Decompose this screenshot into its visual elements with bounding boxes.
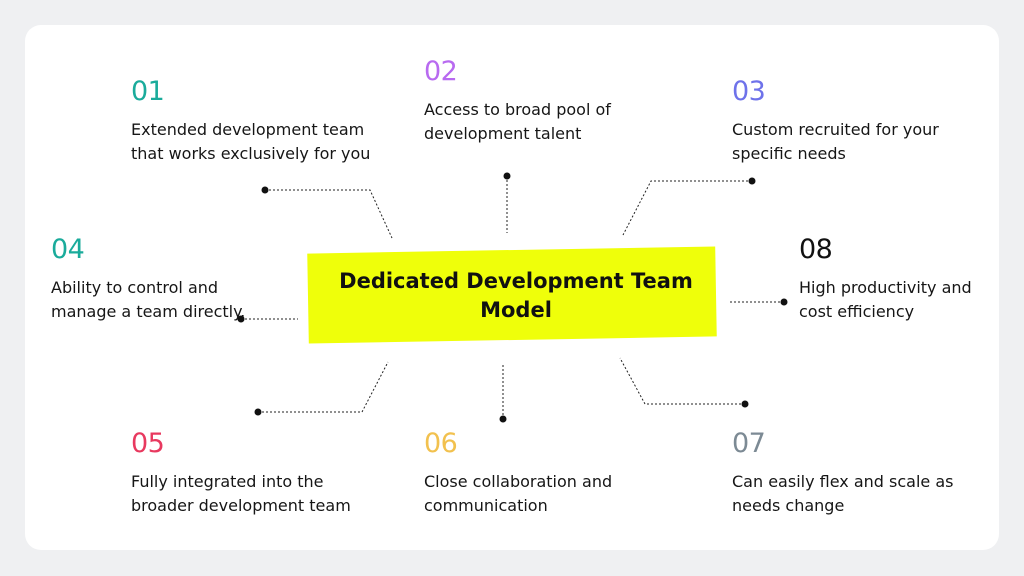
item-description: Access to broad pool of development tale… (424, 100, 611, 143)
center-title: Dedicated Development Team Model (339, 269, 693, 322)
item-number: 05 (131, 428, 165, 459)
item-03: 03 Custom recruited for your specific ne… (732, 76, 952, 166)
item-02: 02 Access to broad pool of development t… (424, 56, 644, 146)
connector-dot-02 (503, 172, 511, 180)
item-04: 04 Ability to control and manage a team … (51, 234, 251, 324)
item-05: 05 Fully integrated into the broader dev… (131, 428, 391, 518)
item-description: Custom recruited for your specific needs (732, 120, 939, 163)
item-number: 06 (424, 428, 458, 459)
item-description: Close collaboration and communication (424, 472, 613, 515)
connector-dot-03 (748, 177, 756, 185)
item-07: 07 Can easily flex and scale as needs ch… (732, 428, 972, 518)
item-number: 02 (424, 56, 458, 87)
item-description: High productivity and cost efficiency (799, 278, 972, 321)
connector-01 (265, 189, 393, 239)
connector-03 (622, 180, 752, 236)
item-06: 06 Close collaboration and communication (424, 428, 644, 518)
connector-dot-06 (499, 415, 507, 423)
connector-dot-04 (237, 315, 245, 323)
item-description: Fully integrated into the broader develo… (131, 472, 351, 515)
item-number: 07 (732, 428, 766, 459)
item-number: 04 (51, 234, 85, 265)
connector-dot-07 (741, 400, 749, 408)
connector-dot-08 (780, 298, 788, 306)
connector-dot-01 (261, 186, 269, 194)
connector-07 (619, 357, 745, 405)
connector-dot-05 (254, 408, 262, 416)
item-01: 01 Extended development team that works … (131, 76, 381, 166)
item-description: Ability to control and manage a team dir… (51, 278, 246, 321)
item-number: 01 (131, 76, 165, 107)
item-number: 08 (799, 234, 833, 265)
item-08: 08 High productivity and cost efficiency (799, 234, 999, 324)
connector-05 (258, 361, 389, 413)
item-number: 03 (732, 76, 766, 107)
item-description: Can easily flex and scale as needs chang… (732, 472, 954, 515)
item-description: Extended development team that works exc… (131, 120, 371, 163)
